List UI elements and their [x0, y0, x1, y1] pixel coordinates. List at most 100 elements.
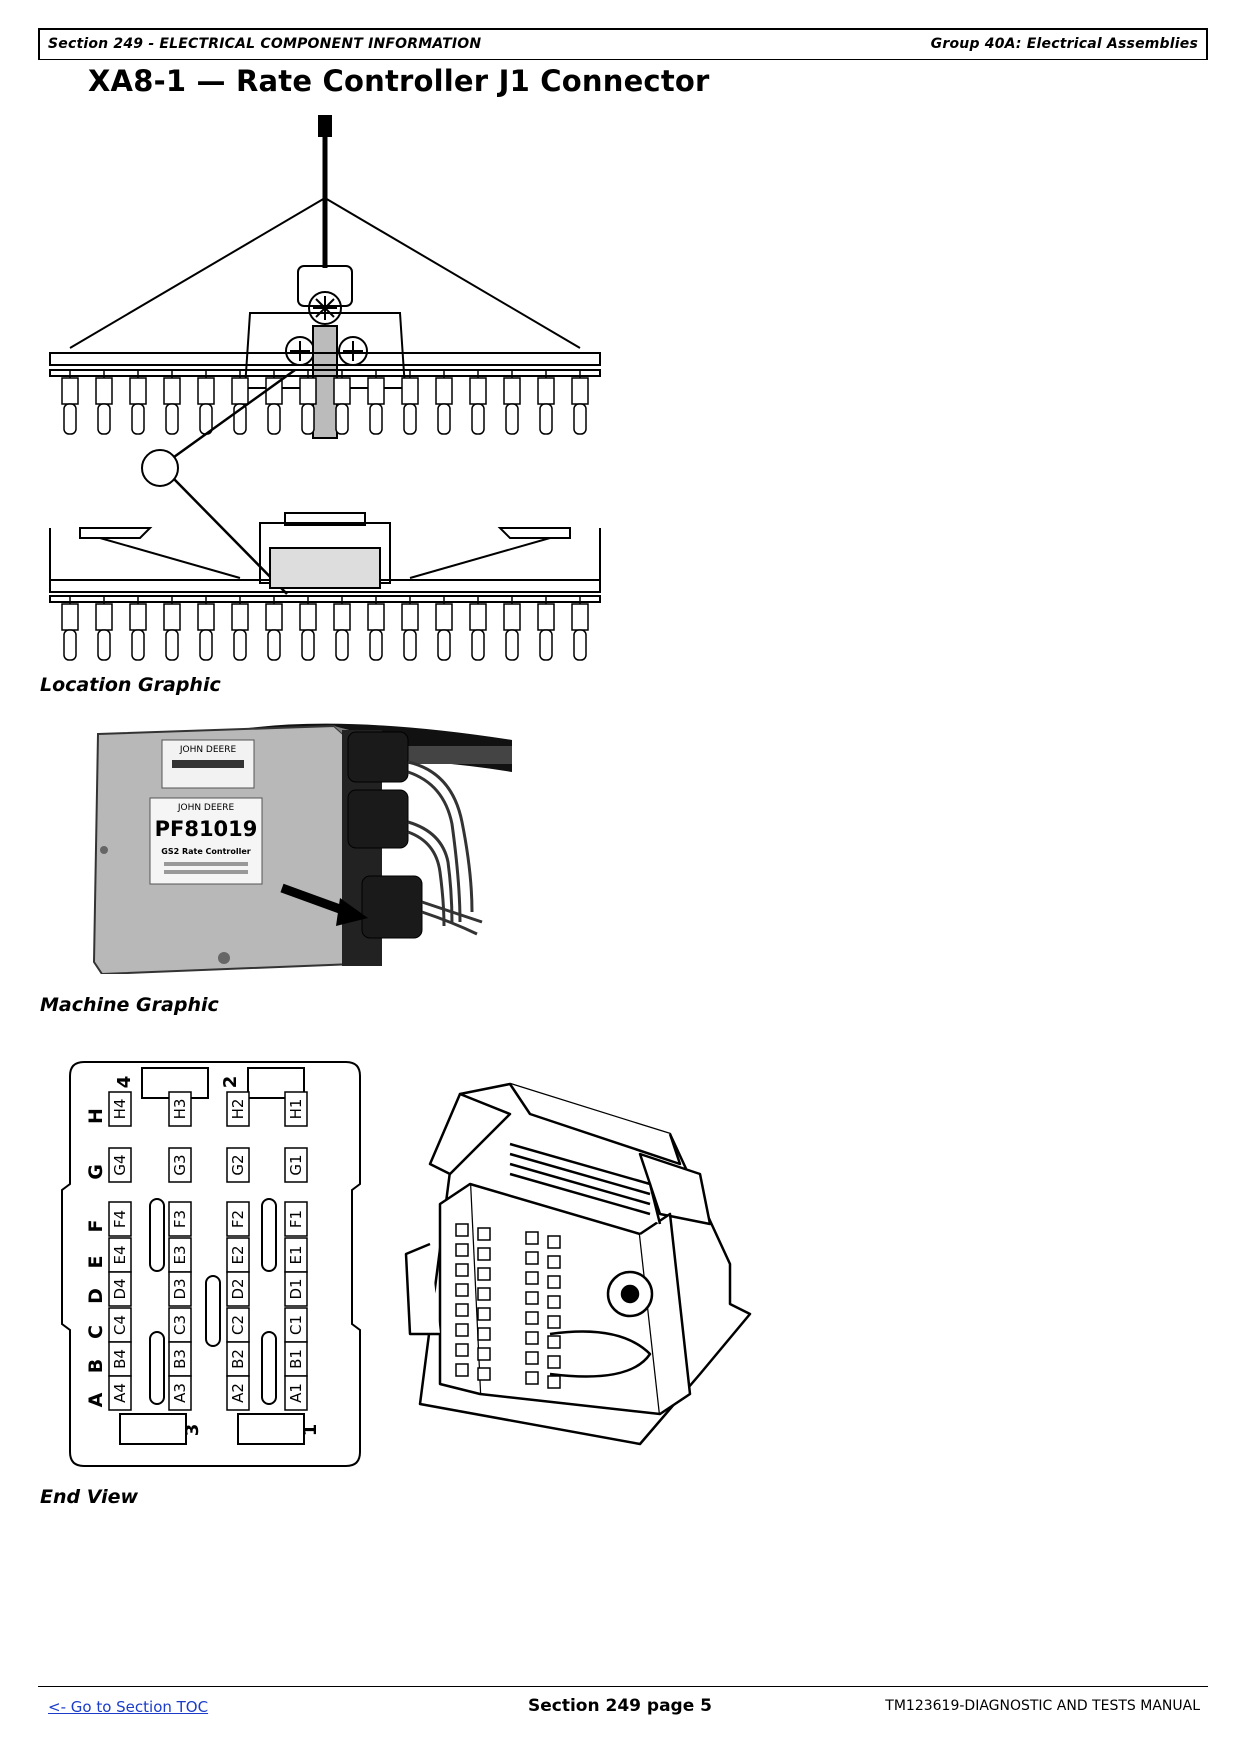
row-unit: [333, 370, 351, 435]
iso-pin-opening: [547, 1295, 561, 1309]
row-unit: [95, 370, 113, 435]
pin-label: A1: [287, 1383, 305, 1403]
row-label: B: [85, 1359, 107, 1373]
pin-cavity: F3: [168, 1201, 192, 1237]
pin-cavity: G1: [284, 1147, 308, 1183]
pin-cavity: B1: [284, 1341, 308, 1377]
oval-slot: [261, 1331, 277, 1405]
connector-isometric: [404, 1082, 752, 1446]
go-to-section-toc-link[interactable]: <- Go to Section TOC: [48, 1698, 209, 1716]
iso-pin-opening: [477, 1327, 491, 1341]
row-label: A: [85, 1392, 107, 1407]
row-unit: [299, 370, 317, 435]
pin-label: B1: [287, 1349, 305, 1369]
pin-cavity: D4: [108, 1271, 132, 1307]
oval-slot: [261, 1198, 277, 1272]
pin-cavity: A3: [168, 1375, 192, 1411]
row-unit: [469, 370, 487, 435]
pin-cavity: F1: [284, 1201, 308, 1237]
row-label: G: [85, 1164, 107, 1180]
iso-pin-opening: [477, 1247, 491, 1261]
row-unit: [265, 596, 283, 661]
caption-machine-graphic: Machine Graphic: [40, 994, 219, 1016]
row-unit: [299, 596, 317, 661]
iso-pin-opening: [547, 1255, 561, 1269]
row-unit: [401, 370, 419, 435]
caption-end-view: End View: [40, 1486, 139, 1508]
pin-cavity: H3: [168, 1091, 192, 1127]
row-unit: [61, 596, 79, 661]
photo-label-brand-top: JOHN DEERE: [179, 745, 237, 755]
iso-pin-opening: [455, 1343, 469, 1357]
pin-label: H2: [229, 1099, 247, 1120]
iso-pin-opening: [455, 1243, 469, 1257]
row-unit: [61, 370, 79, 435]
pin-cavity: H4: [108, 1091, 132, 1127]
iso-pin-opening: [455, 1303, 469, 1317]
row-unit: [367, 370, 385, 435]
oval-slot: [205, 1275, 221, 1347]
page-title: XA8-1 — Rate Controller J1 Connector: [88, 64, 710, 98]
pin-label: D3: [171, 1278, 189, 1299]
row-unit: [197, 370, 215, 435]
pin-label: C2: [229, 1315, 247, 1335]
row-unit: [367, 596, 385, 661]
iso-pin-opening: [477, 1347, 491, 1361]
pin-label: C4: [111, 1315, 129, 1335]
iso-pin-opening: [477, 1367, 491, 1381]
pin-cavity: A1: [284, 1375, 308, 1411]
pin-label: D4: [111, 1278, 129, 1299]
pin-cavity: B3: [168, 1341, 192, 1377]
row-label: H: [85, 1108, 107, 1124]
pin-cavity: C2: [226, 1307, 250, 1343]
pin-cavity: A4: [108, 1375, 132, 1411]
row-unit: [163, 370, 181, 435]
pin-label: C1: [287, 1315, 305, 1335]
iso-pin-opening: [525, 1271, 539, 1285]
pin-label: A3: [171, 1383, 189, 1403]
machine-graphic: JOHN DEERE JOHN DEERE PF81019 GS2 Rate C…: [92, 712, 512, 974]
oval-slot: [149, 1331, 165, 1405]
pin-label: E4: [111, 1245, 129, 1264]
key-slot: [237, 1413, 305, 1445]
iso-pin-opening: [547, 1235, 561, 1249]
oval-slot: [149, 1198, 165, 1272]
pin-cavity: H2: [226, 1091, 250, 1127]
row-unit: [129, 596, 147, 661]
iso-pin-opening: [455, 1223, 469, 1237]
pin-label: B4: [111, 1349, 129, 1369]
pin-label: A2: [229, 1383, 247, 1403]
iso-pin-opening: [477, 1267, 491, 1281]
iso-pin-opening: [455, 1263, 469, 1277]
column-label: 3: [182, 1424, 203, 1437]
row-unit: [265, 370, 283, 435]
pin-label: G1: [287, 1154, 305, 1175]
pin-cavity: D3: [168, 1271, 192, 1307]
row-unit: [333, 596, 351, 661]
iso-pin-opening: [547, 1315, 561, 1329]
iso-pin-opening: [547, 1275, 561, 1289]
iso-pin-opening: [547, 1355, 561, 1369]
row-label: E: [85, 1256, 107, 1269]
iso-pin-opening: [525, 1251, 539, 1265]
pin-cavity: G2: [226, 1147, 250, 1183]
iso-pin-opening: [525, 1351, 539, 1365]
pin-label: H3: [171, 1099, 189, 1120]
pin-label: D2: [229, 1278, 247, 1299]
pin-label: E3: [171, 1245, 189, 1264]
pin-cavity: C3: [168, 1307, 192, 1343]
pin-cavity: E3: [168, 1237, 192, 1273]
pin-cavity: E4: [108, 1237, 132, 1273]
iso-pin-opening: [525, 1331, 539, 1345]
iso-pin-opening: [525, 1231, 539, 1245]
pin-cavity: E2: [226, 1237, 250, 1273]
pin-cavity: B4: [108, 1341, 132, 1377]
pin-label: E1: [287, 1245, 305, 1264]
key-slot: [119, 1413, 187, 1445]
column-label: 2: [220, 1076, 241, 1089]
iso-pin-opening: [477, 1227, 491, 1241]
row-unit: [95, 596, 113, 661]
pin-cavity: H1: [284, 1091, 308, 1127]
row-label: D: [85, 1288, 107, 1304]
